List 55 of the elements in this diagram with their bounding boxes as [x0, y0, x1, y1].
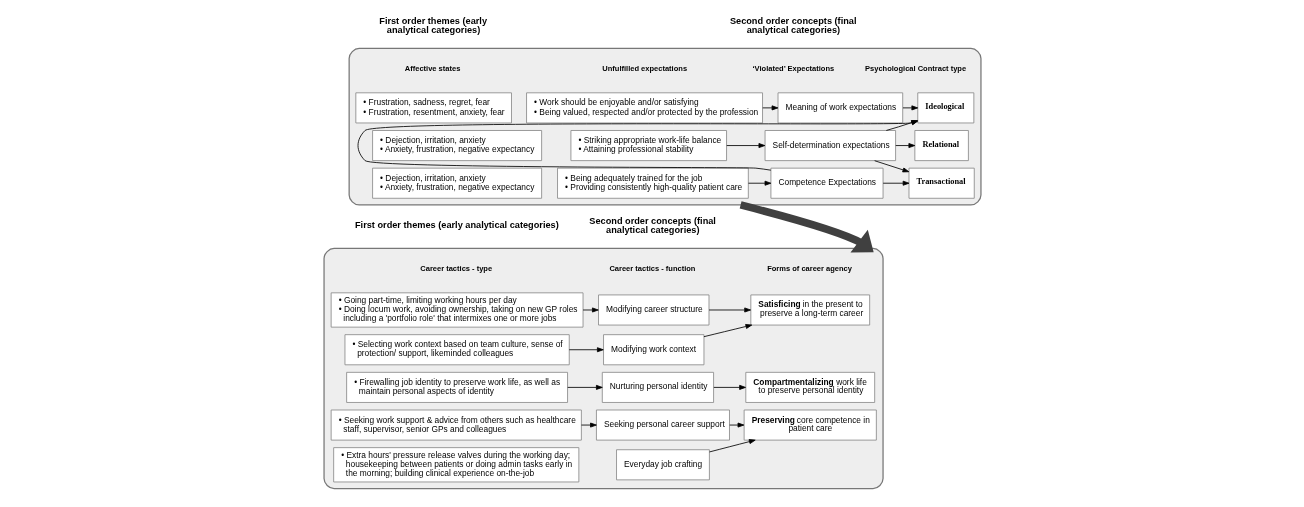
arrow — [708, 439, 756, 453]
arrow — [582, 307, 599, 313]
node-box: Transactional — [908, 167, 975, 199]
node-box: • Going part-time, limiting working hours per day • Doing locum work, avoiding ownership, taking on new GP roles including a 'portfolio role' that intermixes one or more jobs — [330, 292, 583, 328]
cluster — [322, 247, 884, 490]
node-box: • Work should be enjoyable and/or satisfying • Being valued, respected and/or protected by the profession — [525, 92, 763, 124]
node-box: • Extra hours' pressure release valves during the working day; housekeeping between patients or doing admin tasks early in the morning; building clinical experience on-the-job — [332, 447, 579, 483]
node-box: Self-determination expectations — [764, 130, 896, 162]
node-box: Everyday job crafting — [615, 449, 710, 481]
arrow — [747, 180, 771, 186]
node-box: Ideological — [916, 92, 974, 124]
node-box: Competence Expectations — [770, 167, 883, 199]
node-box: • Striking appropriate work-life balance • Attaining professional stability — [570, 130, 727, 162]
label: Unfulfilled expectations — [601, 64, 687, 74]
label: First order themes (early analytical categories) — [354, 220, 559, 231]
arrow — [566, 384, 603, 390]
node-box: • Seeking work support & advice from others such as healthcare staff, supervisor, senior GPs and colleagues — [330, 409, 582, 441]
arrow — [728, 422, 744, 428]
label: Career tactics - function — [608, 264, 695, 274]
cluster — [348, 47, 982, 206]
node-box: Relational — [913, 130, 969, 162]
node-box: Meaning of work expectations — [777, 92, 903, 124]
node-box: • Firewalling job identity to preserve work life, as well as maintain personal aspects of identity — [345, 371, 568, 403]
node-box: Modifying career structure — [597, 294, 709, 326]
arrow — [712, 384, 746, 390]
node-box: Preserving core competence in patient care — [743, 409, 877, 441]
arrow — [882, 180, 909, 186]
arrow — [902, 105, 918, 111]
node-box: • Dejection, irritation, anxiety • Anxiety, frustration, negative expectancy — [371, 130, 542, 162]
arrow — [873, 160, 909, 173]
node-box: • Selecting work context based on team culture, sense of protection/ support, likeminded colleagues — [344, 334, 570, 366]
node-box: • Dejection, irritation, anxiety • Anxiety, frustration, negative expectancy — [371, 167, 542, 199]
label: Career tactics - type — [419, 264, 492, 274]
arrow — [739, 201, 874, 253]
label: Affective states — [404, 64, 460, 74]
node-box: Modifying work context — [602, 334, 704, 366]
label: Second order concepts (final analytical categories) — [729, 16, 857, 36]
arrow — [580, 422, 597, 428]
node-box: • Frustration, sadness, regret, fear • Frustration, resentment, anxiety, fear — [354, 92, 512, 124]
label: ‘Violated’ Expectations — [752, 64, 834, 74]
arrow — [703, 324, 752, 338]
arrow — [761, 105, 778, 111]
node-box: Compartmentalizing work life to preserve personal identity — [744, 371, 875, 403]
node-box: • Being adequately trained for the job • Providing consistently high-quality patient care — [556, 167, 749, 199]
label: Second order concepts (final analytical categories) — [588, 216, 716, 236]
arrow — [725, 143, 765, 148]
node-box: Seeking personal career support — [595, 409, 730, 441]
label: Psychological Contract type — [864, 64, 966, 74]
node-box: Satisficing in the present to preserve a long-term career — [749, 294, 870, 326]
node-box: Nurturing personal identity — [601, 371, 714, 403]
arrow — [894, 143, 915, 148]
arrow — [568, 347, 604, 353]
label: Forms of career agency — [766, 264, 852, 274]
label: First order themes (early analytical categories) — [378, 16, 487, 36]
arrow — [708, 307, 751, 313]
